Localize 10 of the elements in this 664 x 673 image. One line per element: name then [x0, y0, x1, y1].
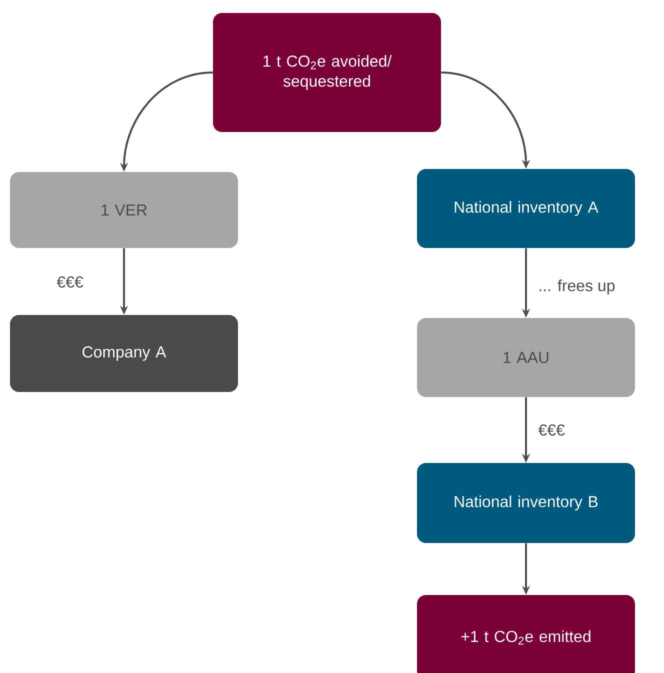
edge-label: ... frees up — [537, 278, 616, 296]
process-box: Company A — [10, 315, 238, 392]
edge-label: €€€ — [537, 423, 566, 437]
process-box: 1 AAU — [417, 318, 635, 397]
process-box: +1 t CO$_{2}$e emitted — [417, 595, 635, 673]
process-box: 1 t CO$_{2}$e avoided/ sequestered — [213, 13, 441, 132]
process-box: National inventory B — [417, 463, 635, 543]
edge-label: €€€ — [56, 275, 84, 289]
process-box: 1 VER — [10, 172, 238, 248]
process-box: National inventory A — [417, 169, 635, 248]
